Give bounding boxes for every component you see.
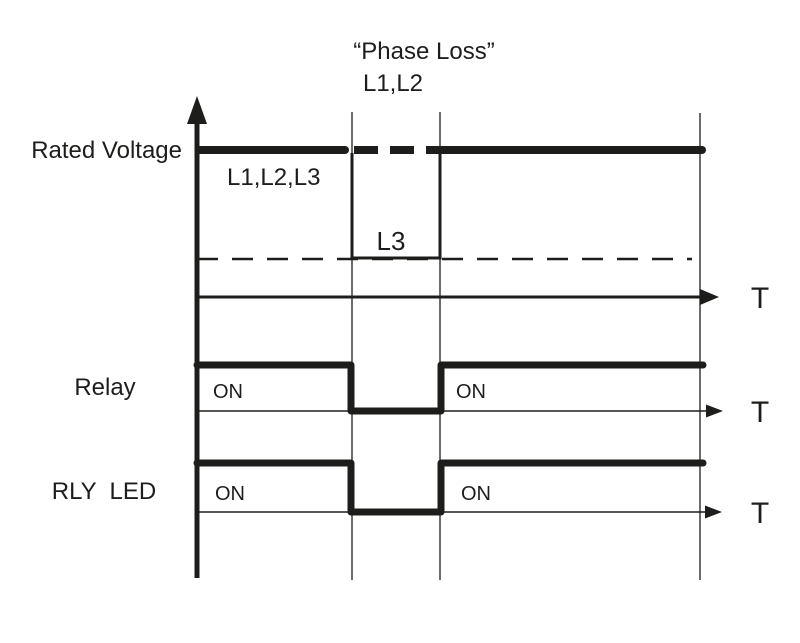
rated-voltage-label: Rated Voltage	[31, 137, 182, 164]
t-label-voltage: T	[751, 282, 769, 315]
relay-on-before-label: ON	[213, 381, 243, 403]
led-on-before-label: ON	[215, 483, 245, 505]
time-axis-voltage-arrowhead-icon	[700, 289, 719, 305]
rly-led-label: RLY LED	[52, 478, 157, 505]
l3-drop-outline	[350, 153, 442, 260]
time-axis-led-arrowhead-icon	[705, 505, 722, 519]
title-phases-label: L1,L2	[363, 70, 423, 97]
phases-all-label: L1,L2,L3	[227, 164, 320, 191]
voltage-axis-arrowhead-icon	[187, 96, 207, 124]
title-event-label: “Phase Loss”	[353, 38, 494, 65]
l3-label: L3	[377, 226, 406, 256]
relay-on-after-label: ON	[456, 381, 486, 403]
relay-waveform	[193, 361, 707, 415]
t-label-led: T	[751, 497, 769, 530]
time-axis-relay-arrowhead-icon	[706, 404, 723, 418]
led-waveform	[193, 459, 707, 516]
t-label-relay: T	[751, 396, 769, 429]
led-on-after-label: ON	[461, 483, 491, 505]
relay-label: Relay	[74, 374, 135, 401]
